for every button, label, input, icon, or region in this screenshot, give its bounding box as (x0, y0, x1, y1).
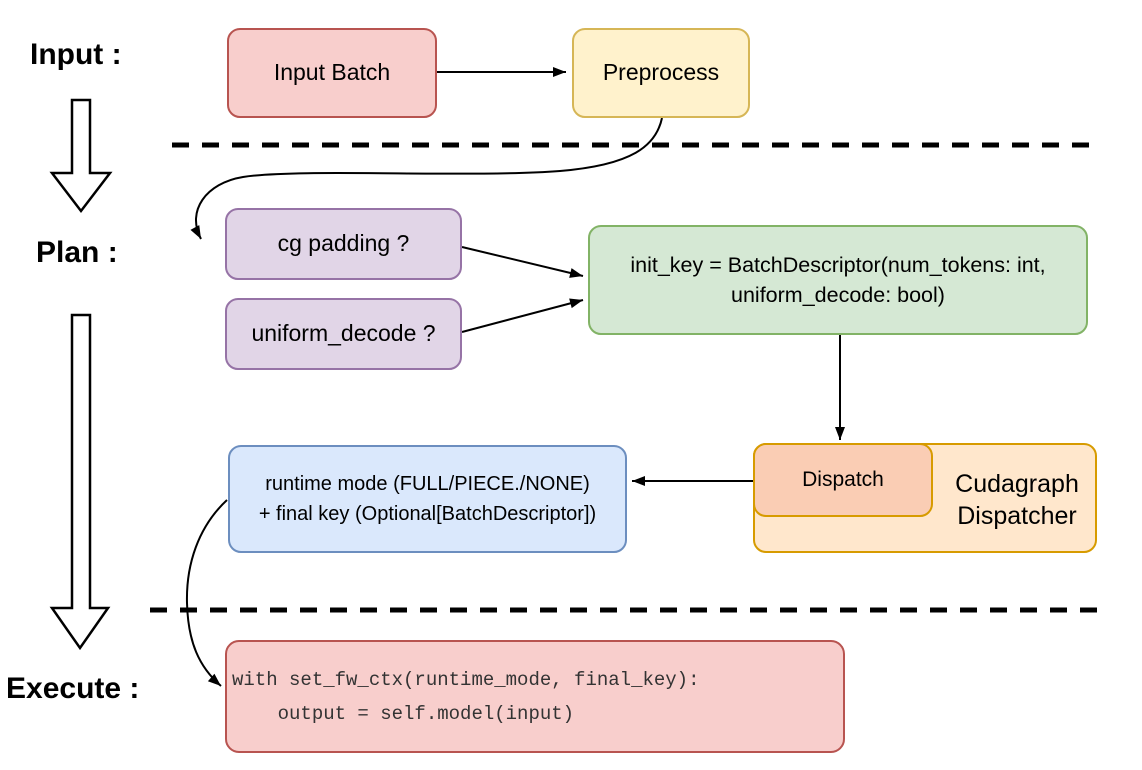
stage-label-input: Input : (30, 38, 122, 71)
node-init-key: init_key = BatchDescriptor(num_tokens: i… (588, 225, 1088, 335)
stage-label-plan: Plan : (36, 236, 118, 269)
node-execute-code: with set_fw_ctx(runtime_mode, final_key)… (225, 640, 845, 753)
cudagraph-line1: Cudagraph (955, 470, 1079, 498)
node-cg-padding-label: cg padding ? (277, 230, 410, 257)
node-input-batch-label: Input Batch (273, 59, 391, 86)
node-runtime-line2: + final key (Optional[BatchDescriptor]) (258, 503, 597, 525)
execute-code-line1: with set_fw_ctx(runtime_mode, final_key)… (232, 668, 700, 691)
plan-to-execute-arrow (49, 313, 111, 651)
node-cg-padding: cg padding ? (225, 208, 462, 280)
curve-preprocess-to-cgpadding (190, 117, 663, 240)
input-to-plan-arrow (49, 98, 113, 214)
node-preprocess-label: Preprocess (602, 59, 720, 86)
node-input-batch: Input Batch (227, 28, 437, 118)
node-uniform-decode: uniform_decode ? (225, 298, 462, 370)
node-dispatch-label: Dispatch (802, 467, 884, 491)
execute-code-line2: output = self.model(input) (232, 702, 575, 725)
cudagraph-line2: Dispatcher (957, 502, 1077, 530)
arrow-cgpadding-to-initkey (461, 246, 584, 278)
node-init-key-line1: init_key = BatchDescriptor(num_tokens: i… (630, 253, 1046, 277)
node-uniform-decode-label: uniform_decode ? (251, 320, 436, 347)
cudagraph-dispatcher-text: Cudagraph Dispatcher (935, 445, 1099, 555)
curve-runtime-to-executecode (185, 499, 228, 687)
node-runtime-line1: runtime mode (FULL/PIECE./NONE) (265, 473, 590, 495)
node-runtime-mode: runtime mode (FULL/PIECE./NONE) + final … (228, 445, 627, 553)
stage-label-execute: Execute : (6, 672, 140, 705)
node-preprocess: Preprocess (572, 28, 750, 118)
node-dispatch: Dispatch (753, 443, 933, 517)
node-init-key-line2: uniform_decode: bool) (731, 283, 945, 307)
arrow-uniformdecode-to-initkey (461, 298, 584, 333)
